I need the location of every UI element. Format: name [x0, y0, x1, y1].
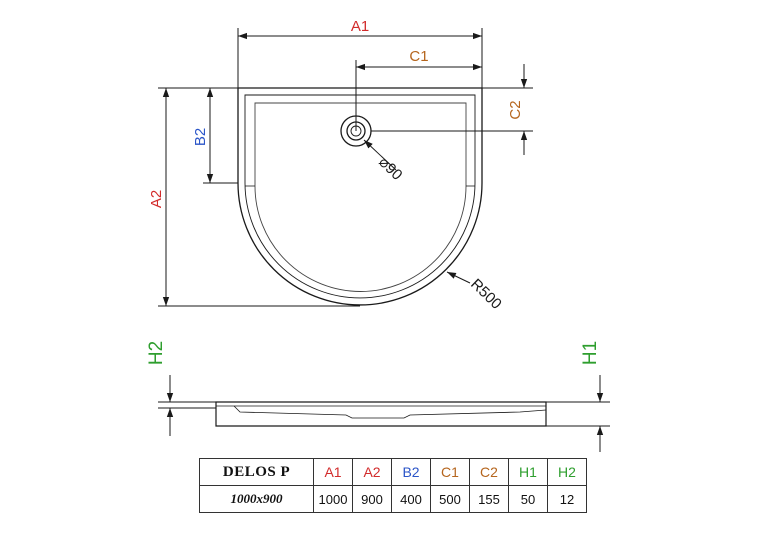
tray-top-view	[237, 87, 483, 306]
col-header: B2	[391, 458, 431, 486]
label-a2: A2	[148, 190, 165, 208]
label-h2: H2	[146, 341, 167, 365]
tray-basin-edge	[254, 102, 467, 292]
dimension-c1	[355, 60, 482, 131]
tray-outer-outline	[237, 87, 483, 306]
dimension-c2	[371, 64, 533, 155]
col-value: 155	[469, 485, 509, 513]
col-header: A1	[313, 458, 353, 486]
col-value: 50	[508, 485, 548, 513]
col-header: C2	[469, 458, 509, 486]
label-h1: H1	[580, 341, 601, 365]
label-a1: A1	[351, 18, 369, 35]
col-value: 400	[391, 485, 431, 513]
label-drain: ⌀90	[375, 154, 405, 184]
leader-radius	[446, 271, 471, 284]
dimension-a1	[237, 28, 483, 88]
col-value: 500	[430, 485, 470, 513]
col-header: C1	[430, 458, 470, 486]
dimension-h2	[158, 375, 216, 436]
table-header-row: DELOS P A1 A2 B2 C1 C2 H1 H2	[199, 458, 587, 486]
dimension-a2	[158, 87, 360, 307]
label-radius: R500	[467, 276, 505, 313]
label-c1: C1	[409, 48, 428, 65]
col-value: 12	[547, 485, 587, 513]
model-name: DELOS P	[199, 458, 314, 486]
dimension-h1	[546, 375, 610, 452]
spec-table: DELOS P A1 A2 B2 C1 C2 H1 H2 1000x900 10…	[199, 458, 587, 513]
table-row: 1000x900 1000 900 400 500 155 50 12	[199, 485, 587, 513]
col-value: 1000	[313, 485, 353, 513]
label-b2: B2	[192, 128, 209, 146]
tray-side-view	[215, 401, 547, 427]
col-header: H2	[547, 458, 587, 486]
col-value: 900	[352, 485, 392, 513]
tray-inner-rim	[244, 94, 476, 299]
dimension-b2	[203, 88, 238, 184]
col-header: H1	[508, 458, 548, 486]
model-size: 1000x900	[199, 485, 314, 513]
label-c2: C2	[507, 100, 524, 119]
col-header: A2	[352, 458, 392, 486]
leader-drain	[363, 139, 397, 171]
